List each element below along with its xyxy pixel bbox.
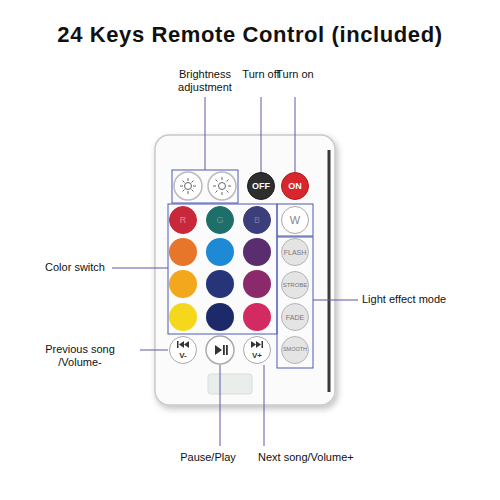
button-label: FADE <box>286 314 304 321</box>
title: 24 Keys Remote Control (included) <box>0 22 500 48</box>
remote-button: FADE <box>281 303 309 331</box>
remote-button: OFF <box>247 172 275 200</box>
remote-button: B <box>243 206 271 234</box>
media-icons <box>177 341 263 355</box>
remote-button: W <box>281 206 309 234</box>
button-label: G <box>216 216 223 225</box>
remote-button: STROBE <box>281 271 309 299</box>
callout-label: Turn on <box>275 68 315 81</box>
sun-icon <box>180 177 231 195</box>
button-label: W <box>290 215 300 226</box>
button-label: SMOOTH <box>283 347 307 353</box>
callout-label: Light effect mode <box>362 293 492 306</box>
button-label: STROBE <box>283 282 308 288</box>
brightness-buttons <box>174 172 236 200</box>
remote-edge <box>328 150 331 392</box>
button-label: ON <box>288 182 302 191</box>
button-label: B <box>254 216 260 225</box>
color-buttons <box>169 238 271 331</box>
button-label: OFF <box>252 182 270 191</box>
button-label: FLASH <box>284 249 307 256</box>
button-label: R <box>180 216 187 225</box>
remote-button: FLASH <box>281 238 309 266</box>
remote-button: G <box>206 206 234 234</box>
remote-button: V- <box>169 336 197 364</box>
play-button <box>206 336 234 364</box>
sticker <box>208 374 252 394</box>
remote-body <box>155 135 335 405</box>
callout-label: Turn off <box>241 68 281 81</box>
button-label: V- <box>179 352 187 360</box>
bracket-boxes <box>168 170 313 368</box>
callout-label: Color switch <box>30 261 120 274</box>
remote-button: V+ <box>243 336 271 364</box>
callout-label: Next song/Volume+ <box>258 451 388 464</box>
callout-label: Pause/Play <box>170 451 246 464</box>
remote-button: ON <box>281 172 309 200</box>
leader-lines <box>112 97 358 446</box>
button-label: V+ <box>252 352 262 360</box>
remote-button: SMOOTH <box>281 336 309 364</box>
remote-button: R <box>169 206 197 234</box>
callout-label: Previous song /Volume- <box>30 343 130 369</box>
callout-label: Brightness adjustment <box>165 68 245 94</box>
